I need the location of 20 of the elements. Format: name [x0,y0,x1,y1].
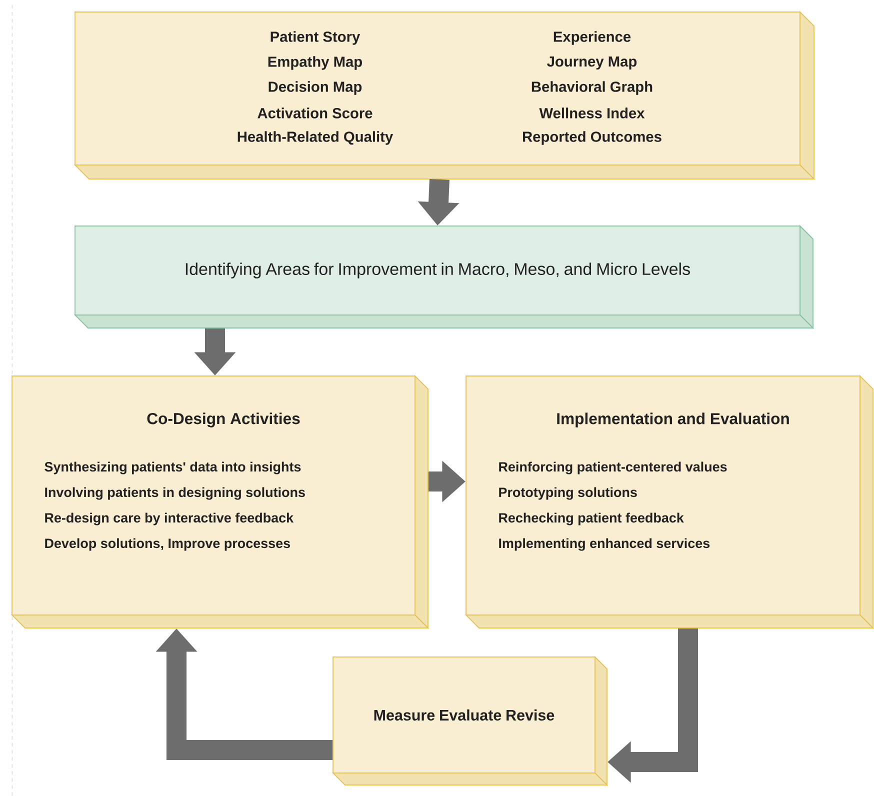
list-item: Health-Related Quality [238,131,394,145]
list-item: Empathy Map [268,56,362,70]
list-item: Decision Map [268,81,362,95]
list-item: Wellness Index [539,108,645,118]
box-heading: Co-Design Activities [147,412,300,428]
list-item: Behavioral Graph [532,81,652,95]
list-item: Experience [554,31,631,45]
list-item: Implementing enhanced services [499,538,710,551]
list-item: Reported Outcomes [523,131,662,145]
list-item: Synthesizing patients' data into insights [44,462,301,474]
list-item: Involving patients in designing solutions [45,487,305,500]
list-item: Activation Score [258,108,372,118]
list-item: Prototyping solutions [499,487,637,500]
list-item: Reinforcing patient-centered values [499,462,727,474]
box-heading: Implementation and Evaluation [557,412,789,428]
list-item: Patient Story [270,31,360,45]
list-item: Re-design care by interactive feedback [45,512,294,526]
list-item: Journey Map [547,56,637,70]
list-item: Rechecking patient feedback [499,512,684,526]
list-item: Develop solutions, Improve processes [45,538,290,551]
